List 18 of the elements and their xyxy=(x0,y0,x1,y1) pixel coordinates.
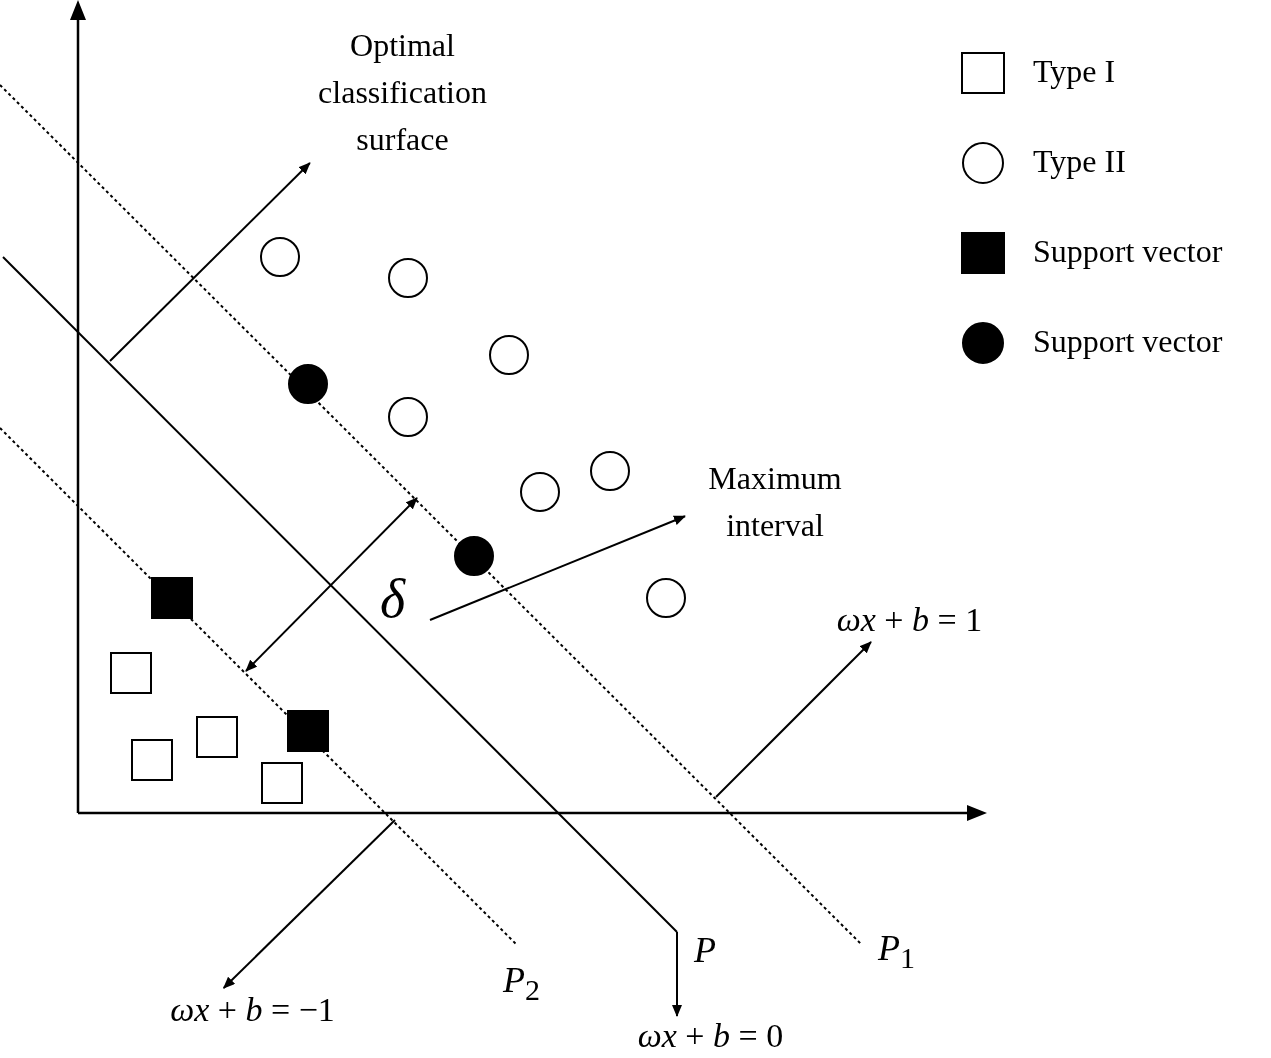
callout-text: Maximum interval xyxy=(685,455,865,549)
legend-label: Type II xyxy=(1033,145,1126,177)
leader-arrow xyxy=(429,515,686,621)
legend-label: Support vector xyxy=(1033,235,1223,267)
callout-text: Optimal classification surface xyxy=(290,22,515,163)
leader-arrow xyxy=(222,819,396,989)
line-label: P$_{2}$ xyxy=(503,962,540,1006)
leader-arrow xyxy=(109,162,311,362)
leader-arrow xyxy=(672,931,682,1017)
leader-arrow xyxy=(715,641,872,798)
legend-label: Type I xyxy=(1033,55,1116,87)
callout-text: ωx + b = −1 xyxy=(145,988,360,1032)
callout-text: ωx + b = 0 xyxy=(608,1016,813,1056)
callout-text: ωx + b = 1 xyxy=(812,598,1007,642)
line-label: P$_{1}$ xyxy=(878,930,915,974)
greek-symbol: δ xyxy=(380,572,406,626)
legend-label: Support vector xyxy=(1033,325,1223,357)
line-label: P xyxy=(694,932,716,968)
